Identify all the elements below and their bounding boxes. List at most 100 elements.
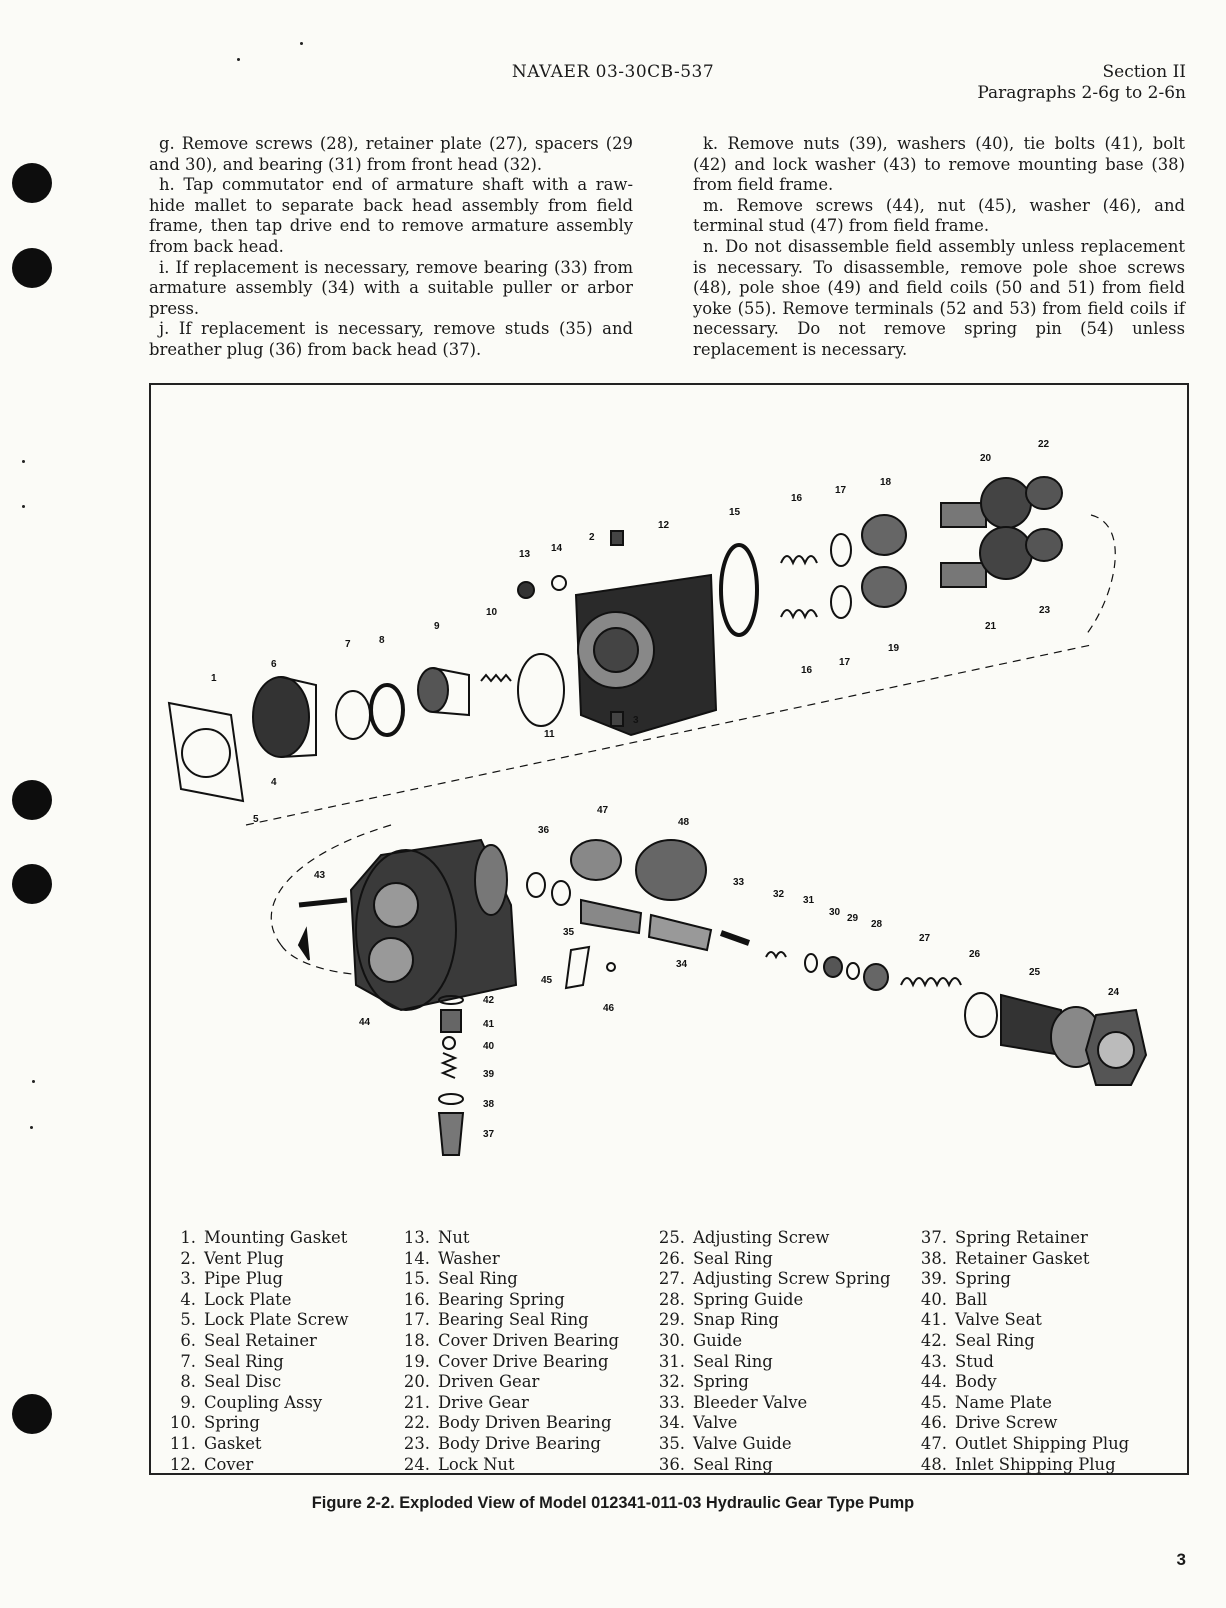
legend-item: 41.Valve Seat xyxy=(917,1310,1129,1331)
legend-text: Spring xyxy=(955,1269,1011,1289)
callout-label: 7 xyxy=(345,639,351,650)
legend-item: 32.Spring xyxy=(655,1372,891,1393)
callout-label: 43 xyxy=(314,870,326,881)
legend-text: Lock Nut xyxy=(438,1454,515,1474)
legend-text: Cover Driven Bearing xyxy=(438,1330,620,1350)
legend-number: 30. xyxy=(658,1330,685,1350)
legend-item: 31.Seal Ring xyxy=(655,1352,891,1373)
legend-text: Valve xyxy=(693,1413,738,1433)
legend-number: 35. xyxy=(658,1433,685,1453)
legend-number: 31. xyxy=(658,1351,685,1371)
callout-label: 33 xyxy=(733,877,745,888)
legend-number: 25. xyxy=(658,1228,685,1247)
callout-label: 8 xyxy=(379,635,385,646)
callout-label: 16 xyxy=(801,665,813,676)
legend-text: Bearing Spring xyxy=(438,1289,565,1309)
legend-item: 33.Bleeder Valve xyxy=(655,1393,891,1414)
legend-item: 25. Adjusting Screw xyxy=(655,1228,891,1249)
callout-label: 25 xyxy=(1029,967,1041,978)
scan-speck xyxy=(22,505,25,508)
legend-number: 7. xyxy=(180,1351,196,1371)
callout-label: 36 xyxy=(538,825,550,836)
callout-label: 41 xyxy=(483,1019,495,1030)
legend-number: 24. xyxy=(403,1454,430,1474)
callout-label: 31 xyxy=(803,895,815,906)
legend-item: 19. Cover Drive Bearing xyxy=(400,1352,619,1373)
legend-number: 48. xyxy=(920,1454,947,1474)
legend-item: 5.Lock Plate Screw xyxy=(168,1310,348,1331)
legend-item: 22.Body Driven Bearing xyxy=(400,1413,619,1434)
legend-number: 33. xyxy=(658,1392,685,1412)
legend-column: 25.Adjusting Screw 26.Seal Ring 27.Adjus… xyxy=(655,1228,891,1475)
legend-number: 5. xyxy=(180,1310,196,1330)
legend-item: 16.Bearing Spring xyxy=(400,1290,619,1311)
legend-item: 39. Spring xyxy=(917,1269,1129,1290)
scan-speck xyxy=(300,42,303,45)
callout-label: 15 xyxy=(729,507,741,518)
legend-number: 19. xyxy=(403,1351,430,1371)
callout-label: 1 xyxy=(211,673,217,684)
legend-text: Cover Drive Bearing xyxy=(438,1351,609,1371)
legend-number: 15. xyxy=(403,1269,430,1289)
legend-text: Adjusting Screw xyxy=(693,1228,830,1247)
paragraph: m. Remove screws (44), nut (45), washer … xyxy=(693,195,1185,236)
legend-item: 29.Snap Ring xyxy=(655,1310,891,1331)
legend-number: 37. xyxy=(920,1228,947,1247)
callout-label: 27 xyxy=(919,933,931,944)
legend-column: 13.Nut 14.Washer 15.Seal Ring 16.Bearing… xyxy=(400,1228,619,1475)
callout-label: 11 xyxy=(544,729,555,740)
legend-text: Valve Seat xyxy=(955,1310,1042,1330)
legend-number: 1. xyxy=(180,1228,196,1247)
legend-item: 10.Spring xyxy=(168,1413,349,1434)
legend-item: 36.Seal Ring xyxy=(655,1455,891,1476)
callout-label: 17 xyxy=(839,657,851,668)
legend-text: Valve Guide xyxy=(693,1433,792,1453)
legend-number: 45. xyxy=(920,1392,947,1412)
legend-number: 17. xyxy=(403,1310,430,1330)
legend-item: 38.Retainer Gasket xyxy=(917,1249,1129,1270)
callout-label: 38 xyxy=(483,1099,495,1110)
paragraph: h. Tap commutator end of armature shaft … xyxy=(149,175,633,256)
legend-item: 7.Seal Ring xyxy=(168,1352,349,1373)
callout-label: 39 xyxy=(483,1069,495,1080)
legend-item: 4.Lock Plate xyxy=(168,1290,349,1311)
callout-label: 46 xyxy=(603,1003,615,1014)
callout-label: 24 xyxy=(1108,987,1120,998)
legend-item: 1.Mounting Gasket xyxy=(168,1228,349,1249)
legend-item: 40.Ball xyxy=(917,1290,1129,1311)
section-header: Section II Paragraphs 2-6g to 2-6n xyxy=(977,62,1186,104)
legend-text: Spring Retainer xyxy=(955,1228,1088,1247)
binder-hole xyxy=(12,1394,52,1434)
legend-text: Drive Screw xyxy=(955,1413,1058,1433)
legend-item: 12.Cover xyxy=(168,1455,349,1476)
legend-number: 10. xyxy=(169,1413,196,1433)
scan-speck xyxy=(237,58,240,61)
callout-label: 6 xyxy=(271,659,277,670)
legend-text: Inlet Shipping Plug xyxy=(955,1454,1116,1474)
callout-label: 22 xyxy=(1038,439,1050,450)
legend-number: 44. xyxy=(920,1372,947,1392)
legend-item: 9.Coupling Assy xyxy=(168,1393,349,1414)
legend-text: Seal Retainer xyxy=(204,1330,317,1350)
legend-item: 17.Bearing Seal Ring xyxy=(400,1310,619,1331)
legend-number: 39. xyxy=(920,1269,947,1289)
scan-speck xyxy=(32,1080,35,1083)
callout-label: 29 xyxy=(847,913,859,924)
legend-text: Seal Disc xyxy=(204,1372,282,1392)
paragraph: n. Do not disassemble field assembly unl… xyxy=(693,236,1185,359)
legend-text: Name Plate xyxy=(955,1392,1052,1412)
paragraph-range: Paragraphs 2-6g to 2-6n xyxy=(977,83,1186,103)
legend-text: Seal Ring xyxy=(438,1269,518,1289)
legend-number: 14. xyxy=(403,1248,430,1268)
legend-column: 37. Spring Retainer 38.Retainer Gasket 39… xyxy=(917,1228,1129,1475)
callout-label: 3 xyxy=(633,715,639,726)
callout-label: 23 xyxy=(1039,605,1051,616)
legend-text: Washer xyxy=(438,1248,500,1268)
callout-label: 13 xyxy=(519,549,531,560)
callout-label: 21 xyxy=(985,621,997,632)
legend-number: 47. xyxy=(920,1433,947,1453)
legend-text: Coupling Assy xyxy=(204,1392,323,1412)
legend-number: 38. xyxy=(920,1248,947,1268)
legend-item: 42.Seal Ring xyxy=(917,1331,1129,1352)
callout-label: 37 xyxy=(483,1129,495,1140)
